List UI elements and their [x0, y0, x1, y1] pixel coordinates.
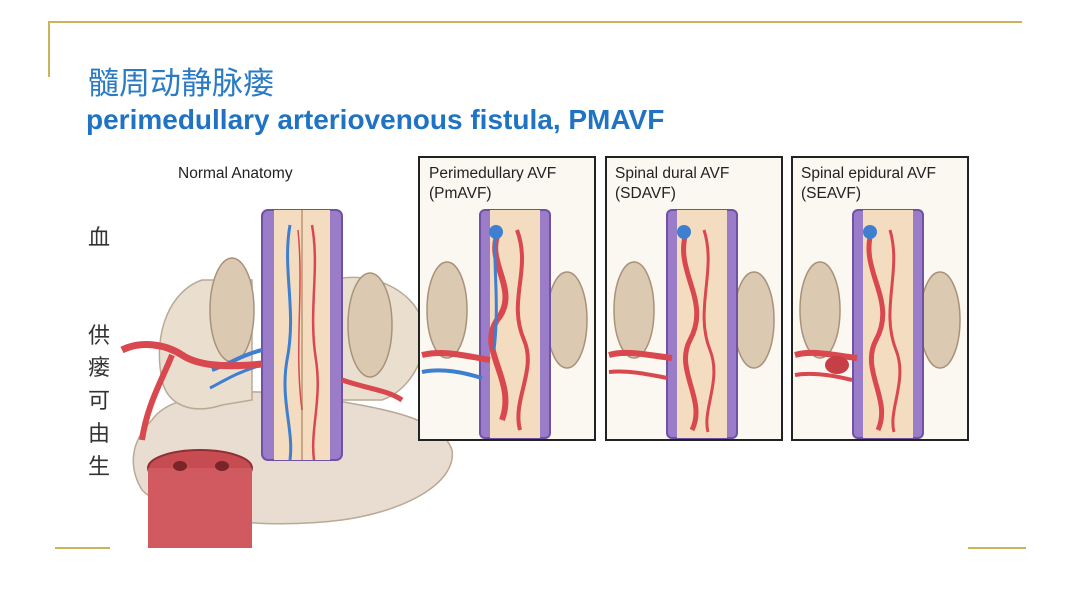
panel-label-normal: Normal Anatomy [178, 164, 293, 184]
seavf-drawing [794, 209, 961, 439]
panel-label-line1: Spinal dural AVF [615, 165, 730, 182]
slide-title-english: perimedullary arteriovenous fistula, PMA… [86, 104, 665, 135]
anatomy-illustration-svg [120, 156, 969, 548]
side-text-char: 可 [88, 389, 111, 414]
decorative-bottom-right-rule [968, 547, 1026, 549]
panel-label-line1: Spinal epidural AVF [801, 165, 936, 182]
decorative-top-rule [48, 21, 1022, 23]
spinal-avf-illustration: Normal Anatomy Perimedullary AVF (PmAVF)… [112, 150, 982, 560]
panel-label-pmavf: Perimedullary AVF (PmAVF) [429, 164, 556, 204]
panel-label-seavf: Spinal epidural AVF (SEAVF) [801, 164, 936, 204]
side-text-char: 由 [88, 422, 111, 447]
pmavf-drawing [421, 209, 588, 439]
panel-label-sdavf: Spinal dural AVF (SDAVF) [615, 164, 729, 204]
decorative-bottom-left-rule [55, 547, 110, 549]
side-text-char: 瘘 [88, 356, 111, 381]
sdavf-drawing [608, 209, 775, 439]
decorative-left-rule [48, 21, 50, 77]
normal-anatomy-scene [120, 209, 454, 548]
panel-label-line1: Normal Anatomy [178, 165, 293, 182]
slide-title-chinese: 髓周动静脉瘘 [88, 66, 274, 102]
panel-label-line2: (PmAVF) [429, 185, 492, 202]
panel-label-line1: Perimedullary AVF [429, 165, 557, 182]
side-text-char: 供 [88, 324, 111, 349]
panel-label-line2: (SDAVF) [615, 185, 676, 202]
side-text-char: 血 [88, 226, 111, 251]
panel-label-line2: (SEAVF) [801, 185, 861, 202]
side-text-char: 生 [88, 455, 111, 480]
